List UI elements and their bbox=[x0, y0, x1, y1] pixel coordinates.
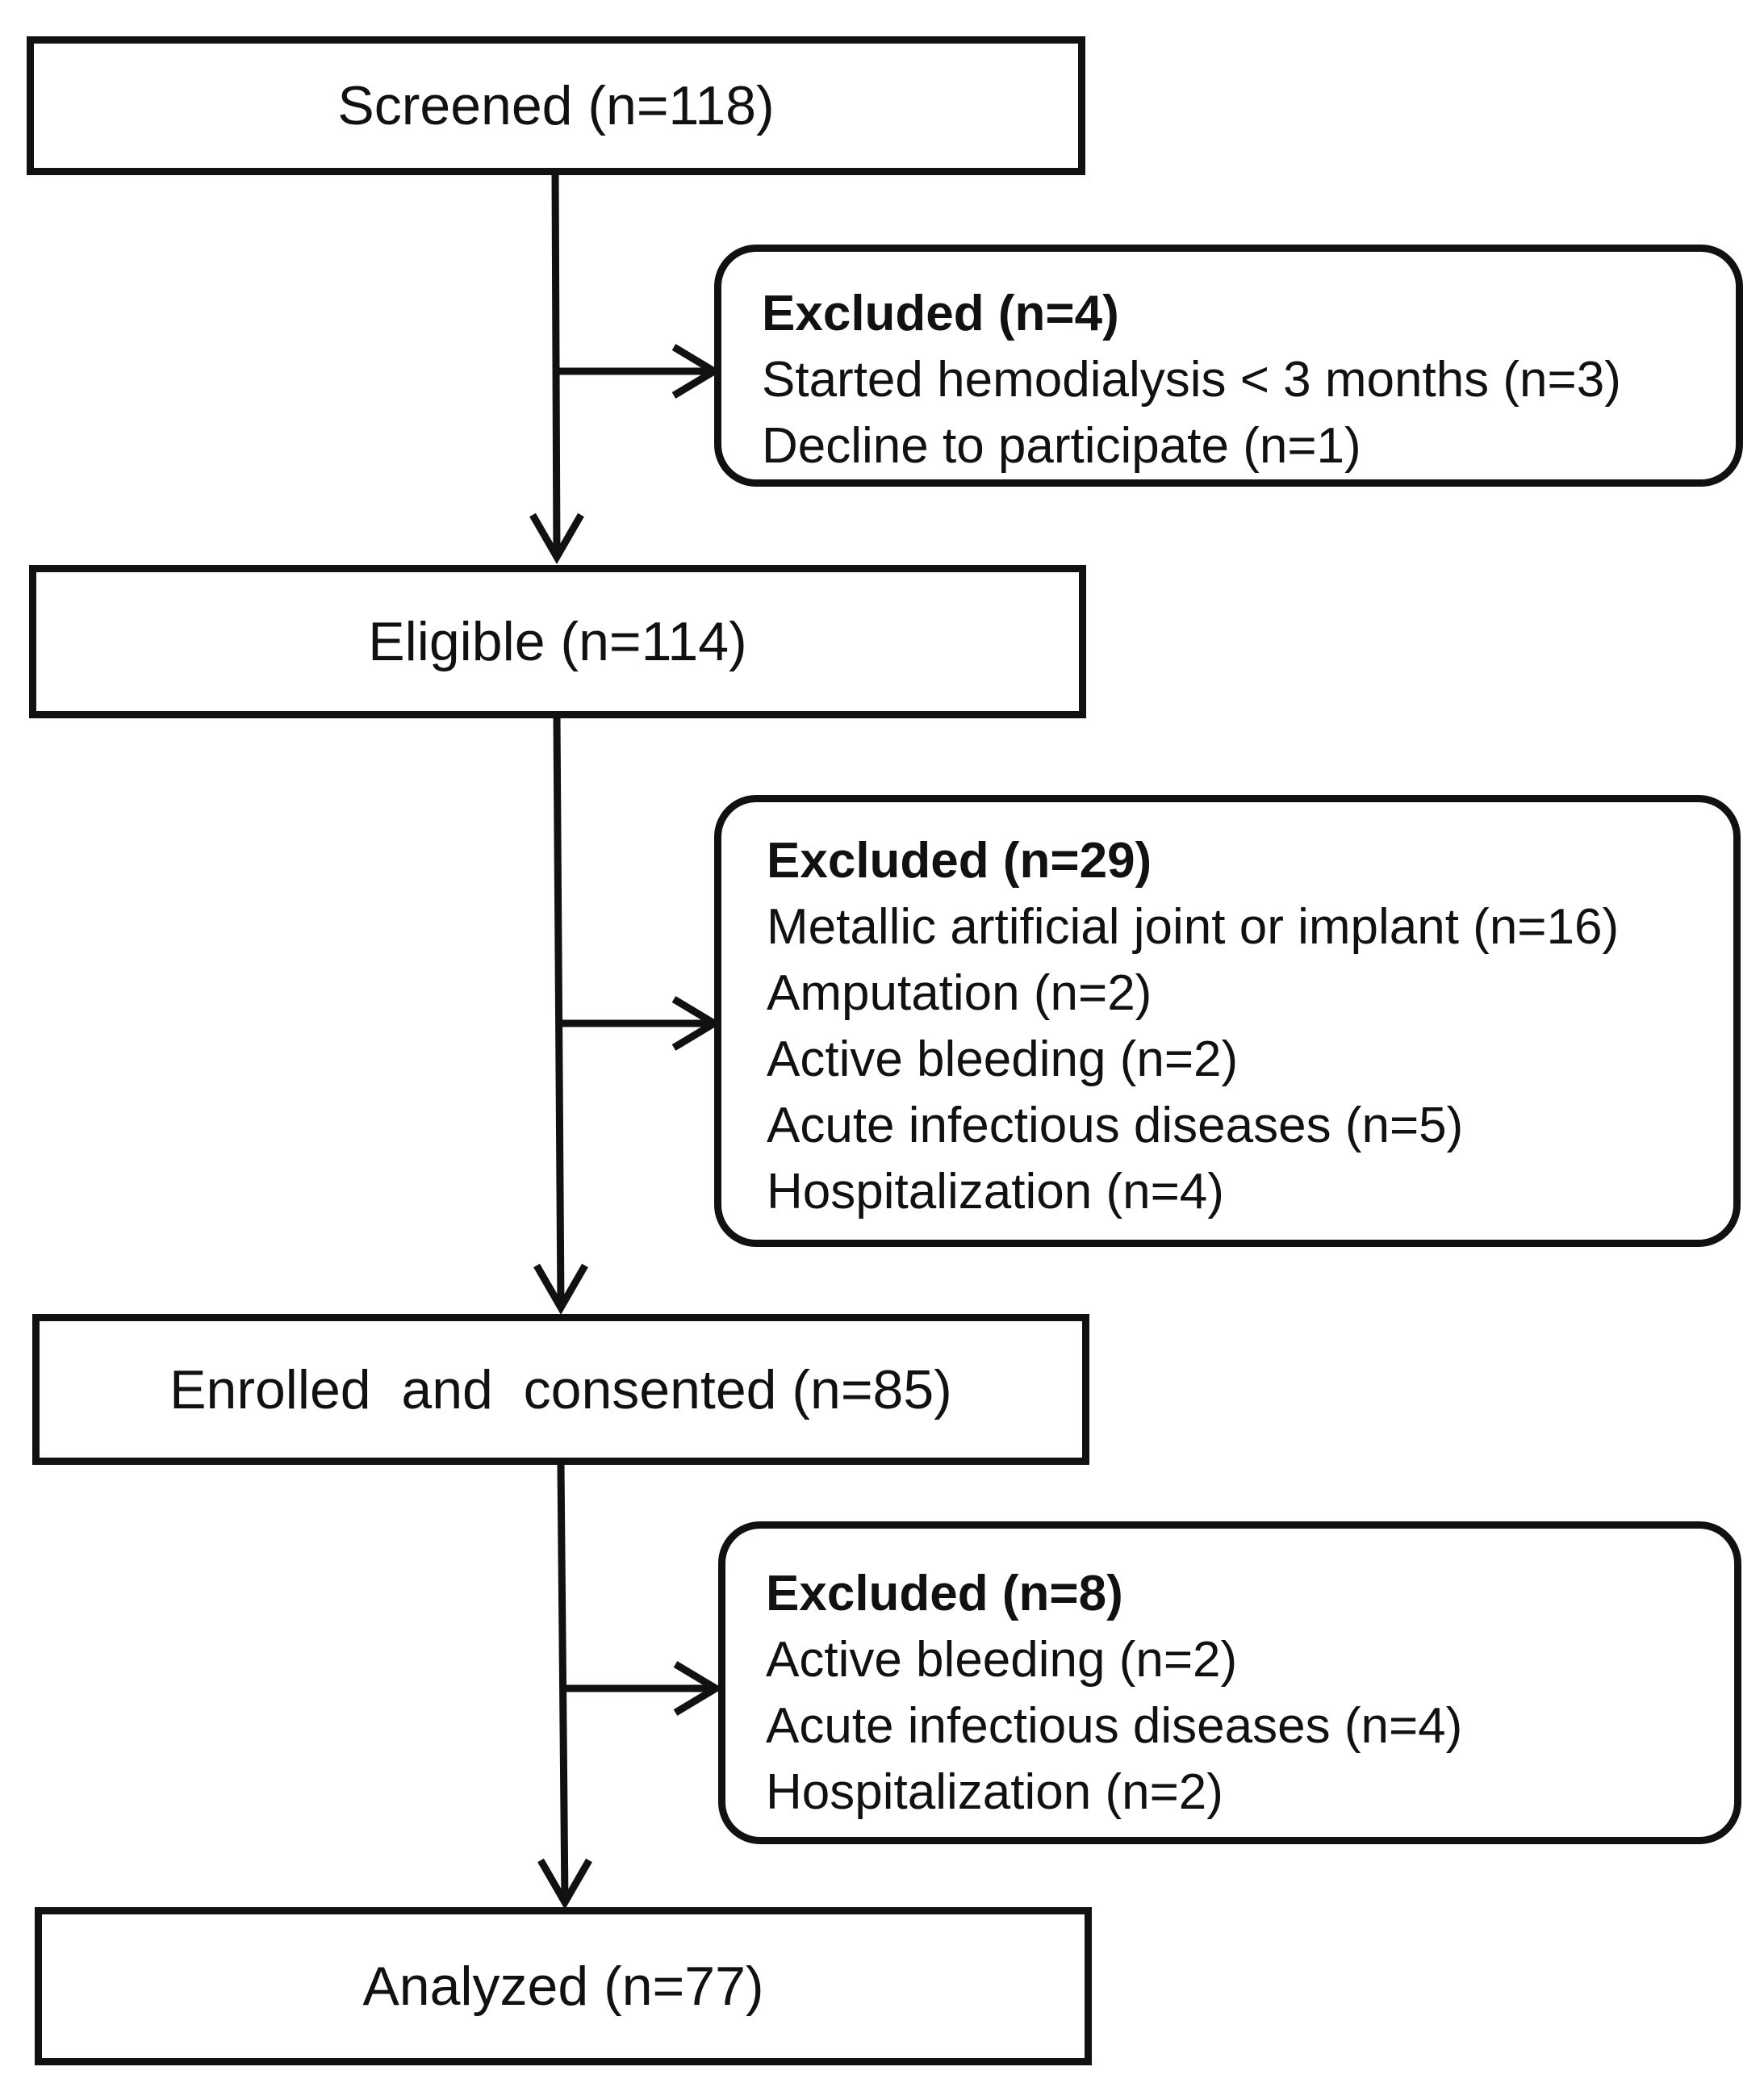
exclusion-reason: Decline to participate (n=1) bbox=[762, 418, 1361, 474]
arrowhead-eligible-to-enrolled bbox=[533, 1263, 588, 1316]
exclusion-reason: Active bleeding (n=2) bbox=[766, 1632, 1238, 1688]
step-box-screened: Screened (n=118) bbox=[27, 36, 1085, 175]
exclusion-title: Excluded (n=4) bbox=[762, 286, 1119, 341]
step-box-eligible: Eligible (n=114) bbox=[29, 565, 1086, 718]
exclusion-reason: Hospitalization (n=2) bbox=[766, 1764, 1223, 1820]
exclusion-reason: Acute infectious diseases (n=4) bbox=[766, 1698, 1463, 1754]
exclusion-reason: Acute infectious diseases (n=5) bbox=[767, 1098, 1464, 1153]
exclusion-reason: Metallic artificial joint or implant (n=… bbox=[767, 899, 1620, 955]
arrowhead-exclusion-3 bbox=[673, 1661, 723, 1716]
exclusion-reason: Started hemodialysis < 3 months (n=3) bbox=[762, 352, 1621, 408]
arrow-enrolled-to-analyzed bbox=[557, 1464, 569, 1903]
arrowhead-enrolled-to-analyzed bbox=[537, 1858, 592, 1910]
exclusion-title: Excluded (n=29) bbox=[767, 833, 1152, 889]
exclusion-title: Excluded (n=8) bbox=[766, 1566, 1123, 1621]
step-box-enrolled: Enrolled and consented (n=85) bbox=[32, 1314, 1089, 1465]
step-count-analyzed: (n=77) bbox=[604, 1956, 764, 2017]
step-label-eligible: Eligible bbox=[368, 611, 546, 672]
exclusion-reason: Active bleeding (n=2) bbox=[767, 1031, 1239, 1087]
step-box-analyzed: Analyzed (n=77) bbox=[35, 1907, 1092, 2065]
exclusion-reason: Hospitalization (n=4) bbox=[767, 1164, 1224, 1220]
step-count-enrolled: (n=85) bbox=[792, 1358, 952, 1420]
exclusion-reason: Amputation (n=2) bbox=[767, 965, 1152, 1021]
arrowhead-screened-to-eligible bbox=[529, 512, 584, 565]
arrow-screened-to-eligible bbox=[551, 171, 561, 558]
step-label-enrolled: Enrolled and consented bbox=[169, 1358, 777, 1420]
arrow-eligible-to-enrolled bbox=[553, 716, 565, 1308]
exclusion-box-1: Excluded (n=4) Started hemodialysis < 3 … bbox=[714, 245, 1743, 487]
step-count-eligible: (n=114) bbox=[560, 611, 747, 672]
step-label-screened: Screened bbox=[337, 75, 573, 136]
step-label-analyzed: Analyzed bbox=[362, 1956, 589, 2017]
step-count-screened: (n=118) bbox=[587, 75, 775, 136]
exclusion-box-2: Excluded (n=29) Metallic artificial join… bbox=[714, 795, 1741, 1247]
exclusion-box-3: Excluded (n=8) Active bleeding (n=2) Acu… bbox=[718, 1521, 1741, 1844]
